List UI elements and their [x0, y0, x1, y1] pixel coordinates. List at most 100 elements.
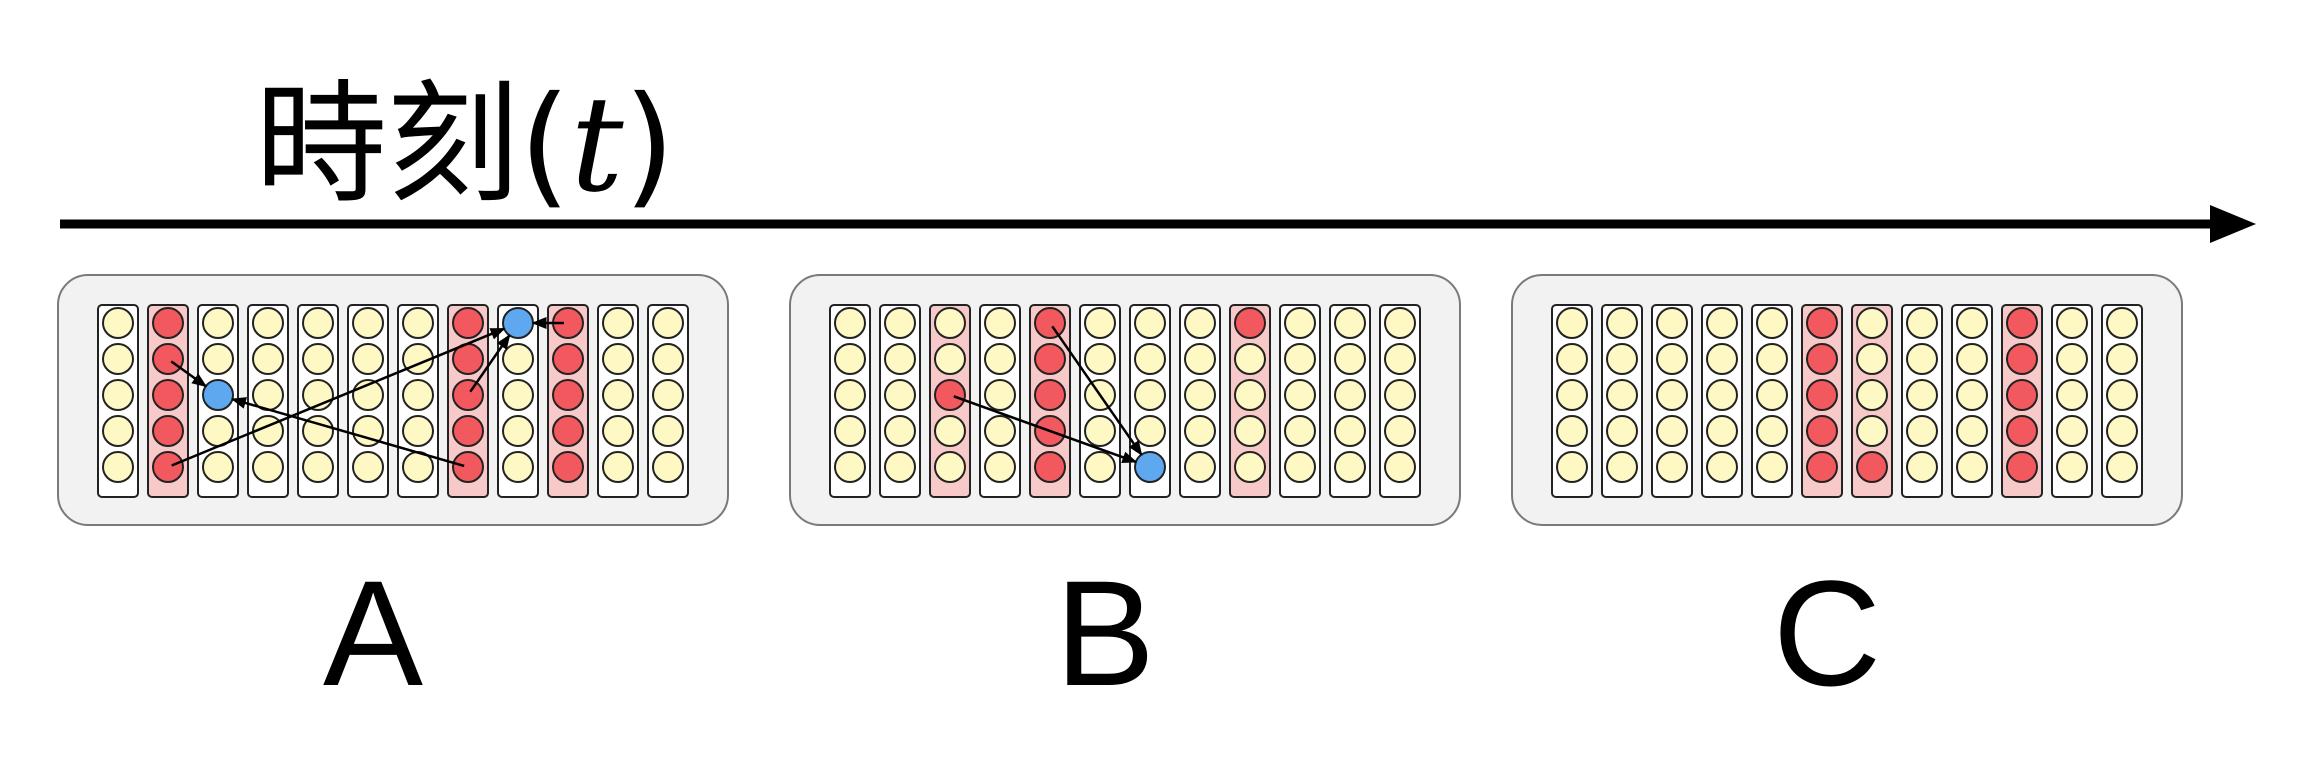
idle-node — [1384, 343, 1416, 375]
idle-node — [1706, 379, 1738, 411]
idle-node — [202, 307, 234, 339]
connection-arrow — [170, 360, 208, 388]
idle-node — [884, 415, 916, 447]
idle-node — [2056, 379, 2088, 411]
idle-node — [984, 307, 1016, 339]
idle-node — [1956, 451, 1988, 483]
idle-node — [652, 379, 684, 411]
node-column — [1601, 304, 1643, 498]
idle-node — [1856, 343, 1888, 375]
connection-arrow — [1051, 325, 1143, 456]
idle-node — [1706, 415, 1738, 447]
active-node — [152, 451, 184, 483]
idle-node — [302, 451, 334, 483]
idle-node — [352, 307, 384, 339]
active-node — [152, 307, 184, 339]
idle-node — [1184, 343, 1216, 375]
idle-node — [1334, 451, 1366, 483]
node-column — [2001, 304, 2043, 498]
idle-node — [252, 451, 284, 483]
active-node — [934, 379, 966, 411]
idle-node — [1234, 343, 1266, 375]
idle-node — [984, 343, 1016, 375]
idle-node — [402, 379, 434, 411]
connection-arrow — [469, 334, 511, 393]
time-axis-title-variable: t — [571, 68, 625, 222]
active-node — [2006, 451, 2038, 483]
idle-node — [652, 451, 684, 483]
idle-node — [1706, 307, 1738, 339]
idle-node — [1384, 307, 1416, 339]
active-node — [452, 307, 484, 339]
idle-node — [2106, 343, 2138, 375]
idle-node — [1284, 307, 1316, 339]
idle-node — [352, 343, 384, 375]
idle-node — [402, 415, 434, 447]
idle-node — [652, 343, 684, 375]
idle-node — [1756, 307, 1788, 339]
idle-node — [1084, 451, 1116, 483]
time-axis-title-suffix: ) — [624, 68, 676, 222]
node-column — [1029, 304, 1071, 498]
idle-node — [1384, 451, 1416, 483]
idle-node — [1334, 343, 1366, 375]
panel-a: A — [57, 274, 729, 717]
idle-node — [1856, 379, 1888, 411]
node-column — [247, 304, 289, 498]
active-node — [1806, 451, 1838, 483]
node-column — [197, 304, 239, 498]
node-column — [1901, 304, 1943, 498]
idle-node — [1134, 415, 1166, 447]
idle-node — [652, 307, 684, 339]
idle-node — [1184, 451, 1216, 483]
idle-node — [1606, 451, 1638, 483]
panel-b: B — [789, 274, 1461, 717]
active-node — [552, 415, 584, 447]
idle-node — [984, 379, 1016, 411]
idle-node — [984, 415, 1016, 447]
idle-node — [1756, 451, 1788, 483]
active-node — [452, 451, 484, 483]
connection-arrow — [171, 327, 506, 467]
node-column — [829, 304, 871, 498]
idle-node — [1556, 343, 1588, 375]
idle-node — [1756, 379, 1788, 411]
node-column — [1229, 304, 1271, 498]
connection-arrow — [953, 395, 1138, 464]
idle-node — [1284, 451, 1316, 483]
idle-node — [1556, 307, 1588, 339]
idle-node — [1234, 451, 1266, 483]
idle-node — [1656, 415, 1688, 447]
idle-node — [1756, 415, 1788, 447]
idle-node — [1956, 379, 1988, 411]
node-column — [1551, 304, 1593, 498]
idle-node — [934, 307, 966, 339]
active-node — [1034, 451, 1066, 483]
idle-node — [2056, 343, 2088, 375]
idle-node — [1084, 415, 1116, 447]
time-axis-title-prefix: 時刻( — [255, 68, 571, 222]
idle-node — [834, 379, 866, 411]
idle-node — [1606, 307, 1638, 339]
idle-node — [1334, 307, 1366, 339]
idle-node — [1084, 307, 1116, 339]
node-column — [1329, 304, 1371, 498]
idle-node — [934, 343, 966, 375]
new-node — [1134, 451, 1166, 483]
idle-node — [1184, 379, 1216, 411]
idle-node — [884, 307, 916, 339]
idle-node — [884, 451, 916, 483]
idle-node — [834, 451, 866, 483]
idle-node — [1956, 415, 1988, 447]
idle-node — [1134, 343, 1166, 375]
active-node — [152, 415, 184, 447]
new-node — [502, 307, 534, 339]
idle-node — [984, 451, 1016, 483]
idle-node — [884, 343, 916, 375]
active-node — [2006, 343, 2038, 375]
idle-node — [1706, 343, 1738, 375]
idle-node — [1606, 343, 1638, 375]
idle-node — [502, 451, 534, 483]
